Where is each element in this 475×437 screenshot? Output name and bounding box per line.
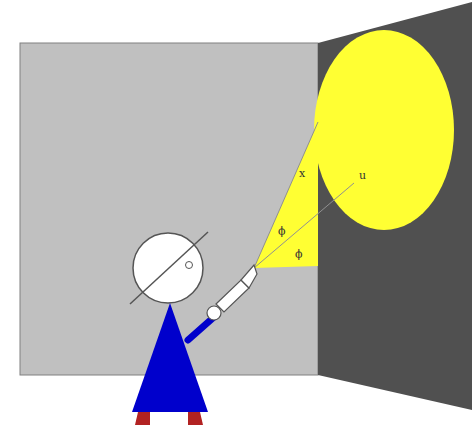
flashlight-body [216,280,249,312]
axis-line [254,183,354,268]
cone-edge [254,122,318,268]
angle-label: ϕ [295,249,303,260]
eye [186,262,193,269]
hand [207,306,221,320]
flashlight-head [241,265,257,288]
light-spot [314,30,454,230]
length-label: x [299,168,305,179]
light-cone [254,122,318,268]
axis-label: u [359,170,366,181]
head-line [130,232,208,304]
foot [135,412,150,425]
body [132,303,208,412]
foot [188,412,203,425]
angle-label: ϕ [278,226,286,237]
arm [188,317,214,340]
